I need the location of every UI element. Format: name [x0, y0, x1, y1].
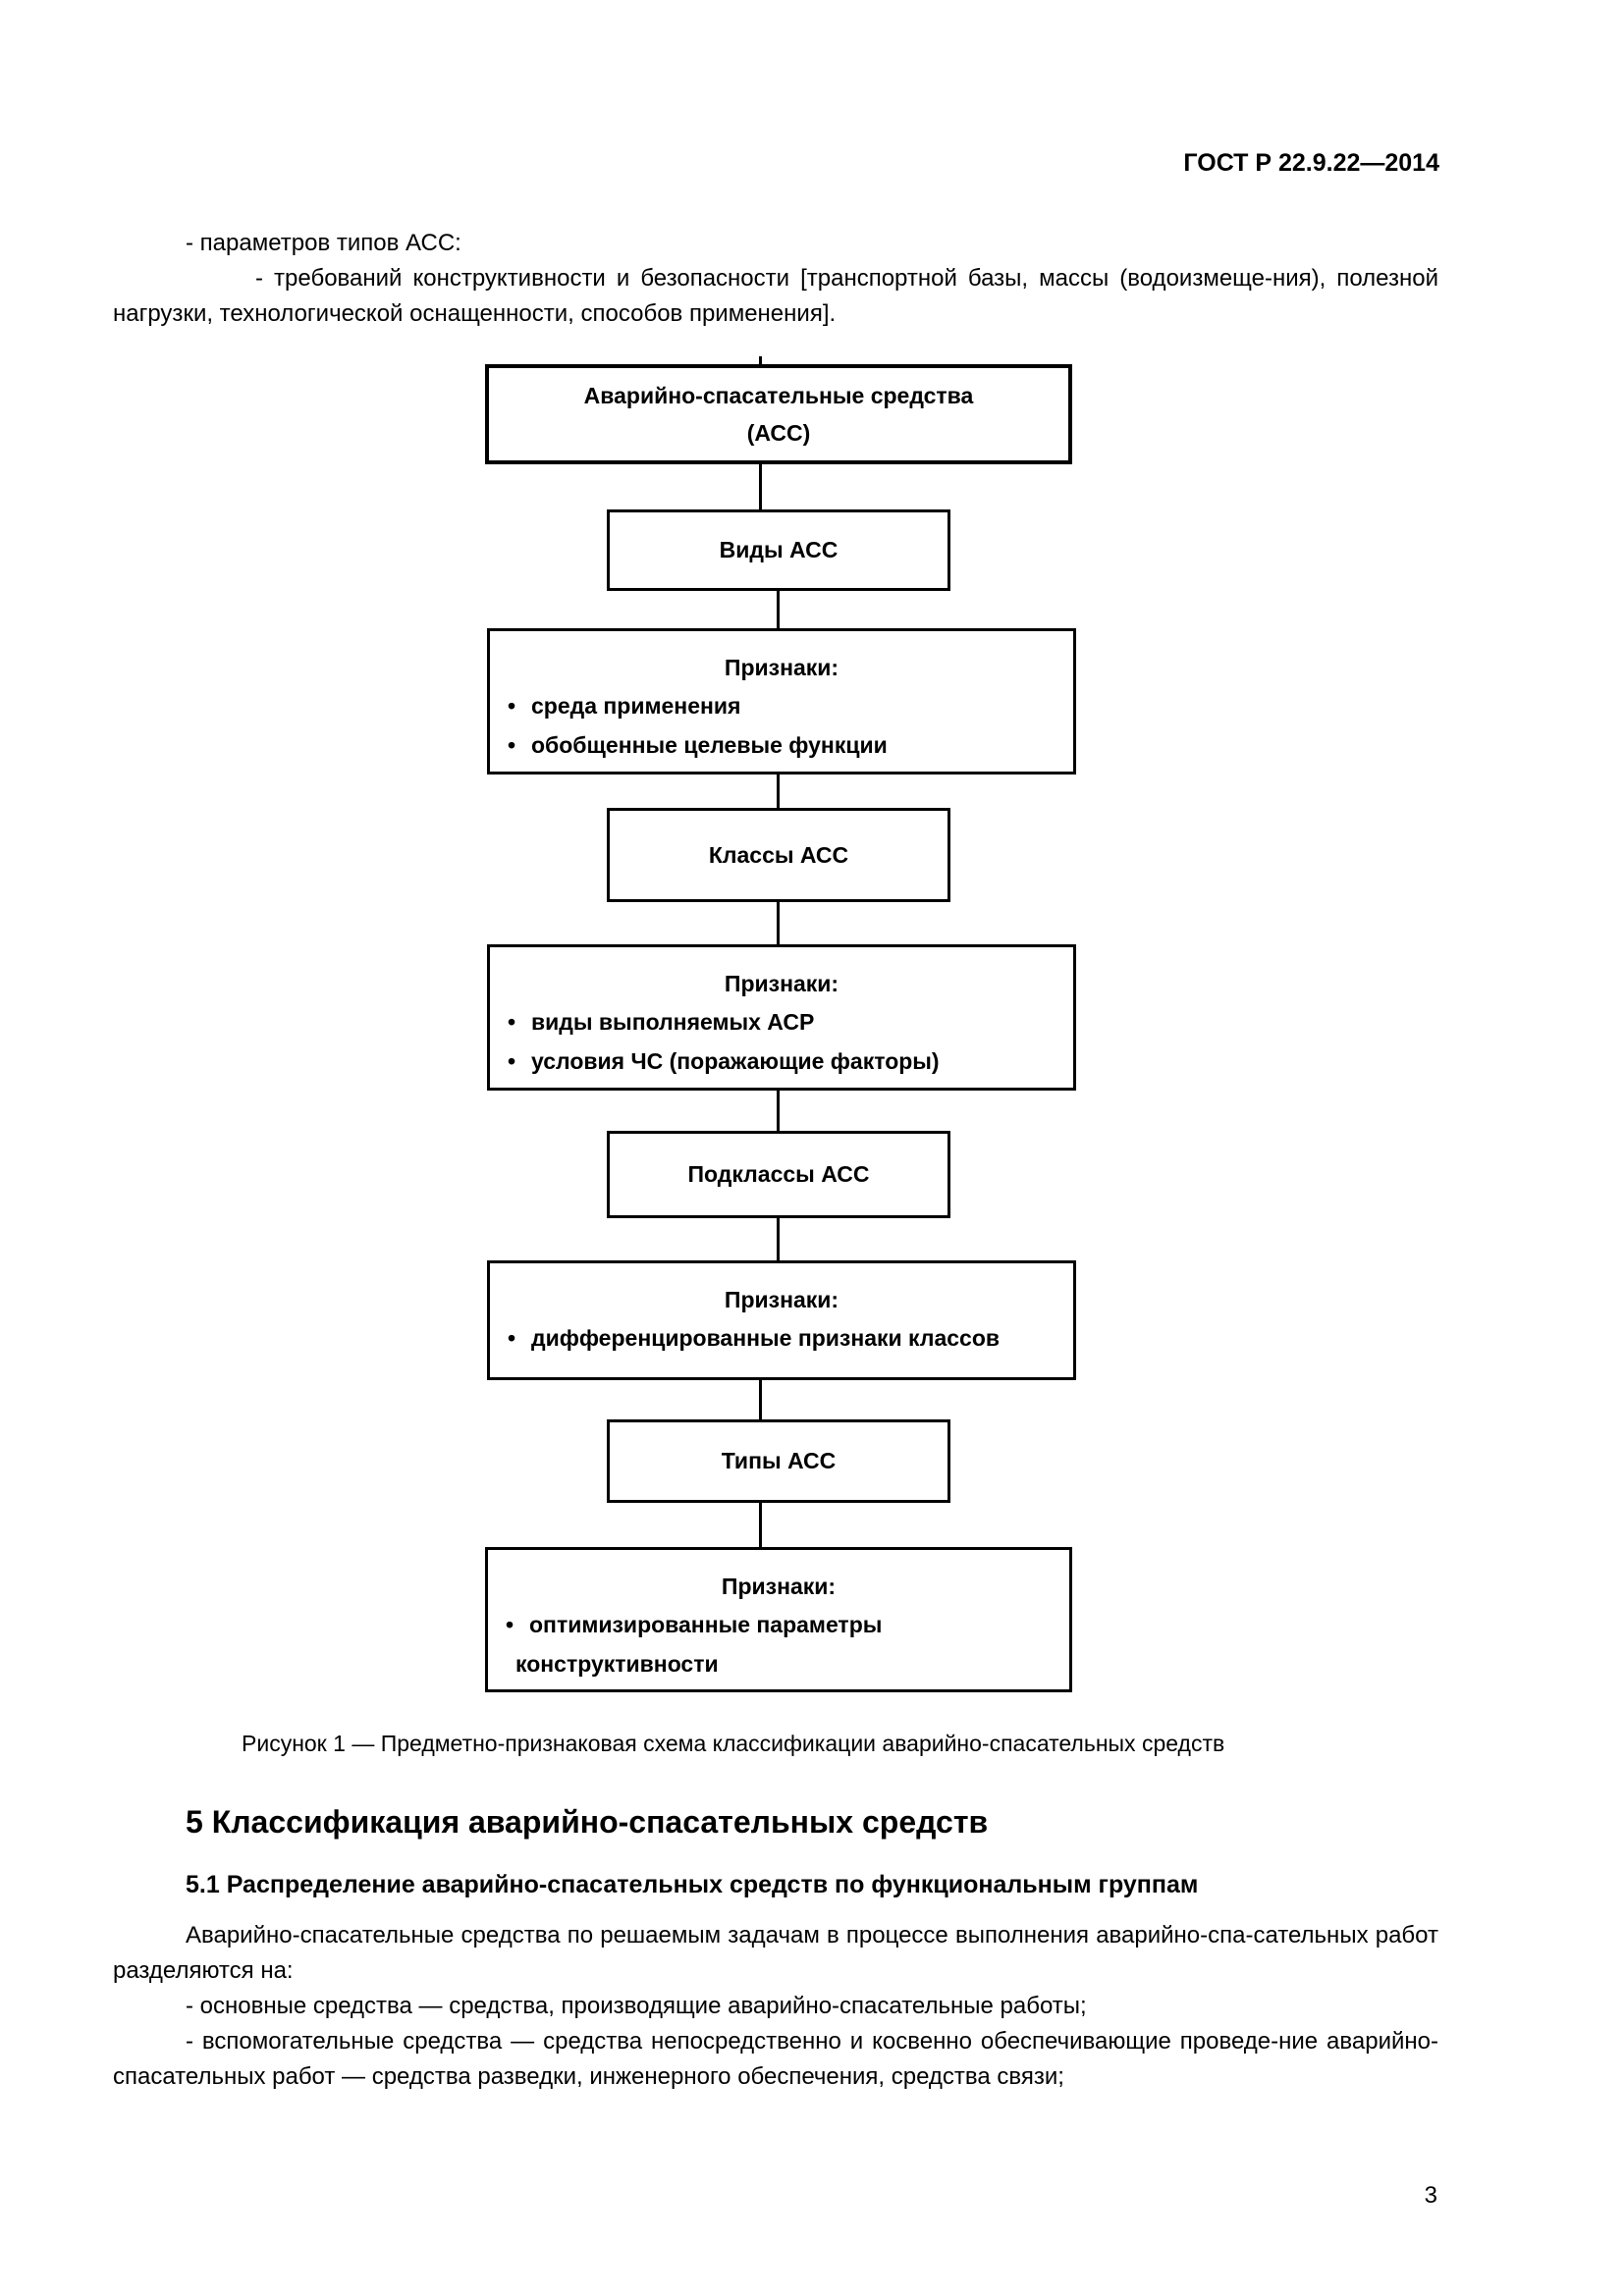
criteria-box-3: Признаки: дифференцированные признаки кл…	[487, 1260, 1076, 1380]
kinds-label: Виды АСС	[719, 537, 839, 562]
types-label: Типы АСС	[721, 1448, 837, 1473]
criteria-item: среда применения	[508, 686, 1073, 725]
list-item: - вспомогательные средства — средства не…	[113, 2028, 1438, 2090]
root-line-1: Аварийно-спасательные средства	[583, 383, 974, 408]
types-box: Типы АСС	[607, 1419, 950, 1503]
criteria-item: виды выполняемых АСР	[508, 1002, 1073, 1041]
criteria-item: дифференцированные признаки классов	[508, 1318, 1073, 1358]
page-number: 3	[1424, 2182, 1437, 2209]
subclasses-label: Подклассы АСС	[687, 1161, 870, 1187]
connector-line	[777, 589, 780, 628]
connector-line	[759, 462, 762, 509]
intro-line-1: - параметров типов АСС:	[186, 230, 461, 256]
criteria-item: условия ЧС (поражающие факторы)	[508, 1041, 1073, 1081]
criteria-title: Признаки:	[724, 971, 839, 996]
criteria-continuation: конструктивности	[515, 1651, 719, 1677]
connector-line	[777, 1216, 780, 1260]
criteria-item: обобщенные целевые функции	[508, 725, 1073, 765]
section-heading: 5 Классификация аварийно-спасательных ср…	[186, 1804, 989, 1840]
criteria-title: Признаки:	[724, 1287, 839, 1312]
classes-label: Классы АСС	[708, 841, 849, 868]
figure-caption: Рисунок 1 — Предметно-признаковая схема …	[242, 1731, 1225, 1756]
subsection-heading: 5.1 Распределение аварийно-спасательных …	[186, 1871, 1199, 1898]
section-paragraph: Аварийно-спасательные средства по решаем…	[113, 1922, 1438, 1984]
intro-line-2: - требований конструктивности и безопасн…	[113, 265, 1438, 327]
criteria-box-4: Признаки: оптимизированные параметры кон…	[485, 1547, 1072, 1692]
criteria-title: Признаки:	[721, 1574, 837, 1599]
classification-diagram: Аварийно-спасательные средства (АСС) Вид…	[0, 0, 1624, 1728]
connector-line	[759, 1501, 762, 1547]
connector-line	[777, 773, 780, 808]
root-box: Аварийно-спасательные средства (АСС)	[485, 364, 1072, 464]
criteria-item: оптимизированные параметры	[506, 1605, 1069, 1644]
subclasses-box: Подклассы АСС	[607, 1131, 950, 1218]
connector-line	[759, 1378, 762, 1419]
connector-line	[777, 900, 780, 944]
classes-box: Классы АСС	[607, 808, 950, 902]
criteria-title: Признаки:	[724, 655, 839, 680]
list-item: - основные средства — средства, производ…	[186, 1993, 1087, 2019]
criteria-box-1: Признаки: среда применения обобщенные це…	[487, 628, 1076, 774]
connector-line	[777, 1089, 780, 1131]
root-line-2: (АСС)	[746, 420, 811, 446]
kinds-box: Виды АСС	[607, 509, 950, 591]
criteria-box-2: Признаки: виды выполняемых АСР условия Ч…	[487, 944, 1076, 1091]
document-code: ГОСТ Р 22.9.22—2014	[1183, 149, 1439, 177]
connector-line	[759, 356, 762, 364]
